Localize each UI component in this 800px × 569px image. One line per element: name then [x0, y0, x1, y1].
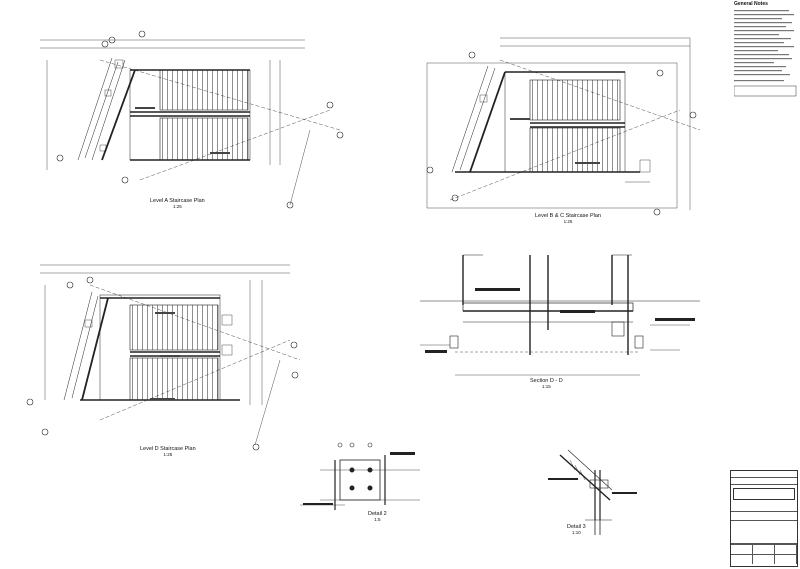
level-a-caption: Level A Staircase Plan 1:25 — [150, 198, 205, 210]
general-notes: General Notes — [733, 1, 798, 99]
title-block-cell — [775, 555, 797, 564]
title-block-rev-row — [731, 471, 797, 478]
level-bc-title: Level B & C Staircase Plan — [535, 213, 602, 219]
section-dd-title: Section D - D — [530, 378, 563, 384]
title-block-info-grid — [731, 554, 797, 564]
level-a-plan — [40, 30, 344, 209]
title-block-cell — [731, 545, 753, 554]
title-block — [730, 470, 798, 567]
level-d-scale: 1:25 — [163, 452, 173, 457]
title-block-cell — [753, 545, 775, 554]
title-block-info-grid — [731, 544, 797, 554]
section-dd-caption: Section D - D 1:15 — [530, 378, 563, 390]
level-d-plan — [26, 264, 301, 451]
general-notes-heading: General Notes — [734, 1, 768, 7]
title-block-cell — [775, 545, 797, 554]
section-dd-scale: 1:15 — [541, 384, 551, 389]
detail-2-scale: 1:5 — [374, 517, 381, 522]
detail-3-title: Detail 3 — [567, 524, 586, 530]
level-bc-plan — [426, 37, 701, 216]
section-dd — [420, 254, 700, 376]
detail-2-caption: Detail 2 1:5 — [368, 511, 387, 523]
general-notes-text-lines — [733, 9, 797, 96]
title-block-cell — [753, 555, 775, 564]
level-bc-caption: Level B & C Staircase Plan 1:25 — [535, 213, 601, 225]
title-block-project-row — [731, 512, 797, 521]
detail-3-caption: Detail 3 1:10 — [567, 524, 586, 536]
detail-2 — [300, 442, 420, 510]
level-a-scale: 1:25 — [172, 204, 182, 209]
title-block-drawing-title-row — [731, 521, 797, 544]
level-d-title: Level D Staircase Plan — [140, 446, 196, 452]
detail-3-scale: 1:10 — [571, 530, 581, 535]
level-a-title: Level A Staircase Plan — [150, 198, 205, 204]
level-bc-scale: 1:25 — [563, 219, 573, 224]
level-d-caption: Level D Staircase Plan 1:25 — [140, 446, 196, 458]
annotation-marks — [135, 107, 600, 400]
company-logo-box — [733, 488, 795, 500]
title-block-rev-row — [731, 478, 797, 485]
title-block-cell — [731, 555, 753, 564]
detail-3 — [548, 449, 637, 535]
title-block-client-row — [731, 503, 797, 512]
detail-2-title: Detail 2 — [368, 511, 387, 517]
